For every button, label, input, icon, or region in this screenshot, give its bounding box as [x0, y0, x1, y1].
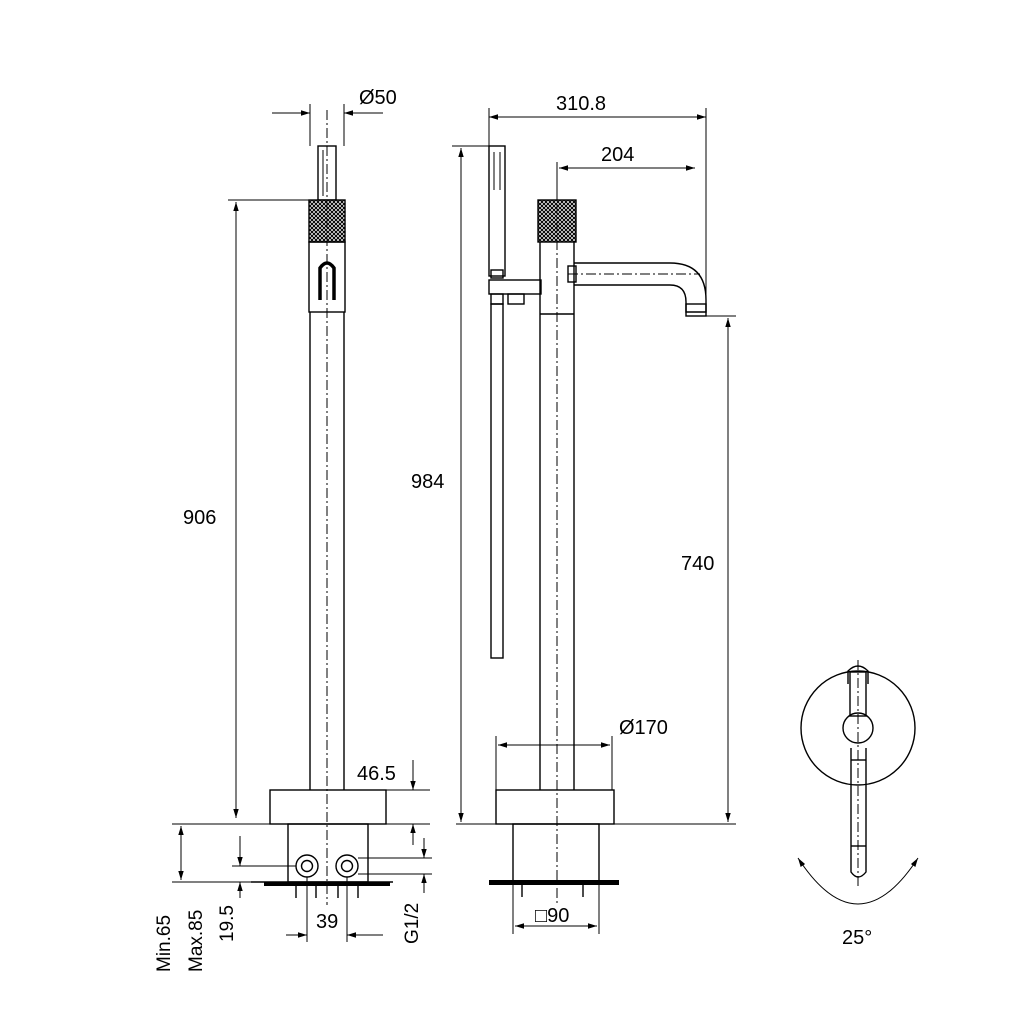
side-connector-right	[335, 854, 359, 878]
dim-width-310-8: 310.8	[556, 93, 606, 115]
dim-height-984: 984	[411, 471, 444, 493]
front-shower-holder	[488, 279, 542, 295]
rotation-arc	[797, 857, 919, 905]
dim-max-85: Max.85	[186, 910, 207, 972]
top-view: 25°	[797, 660, 919, 949]
front-hose	[490, 303, 504, 659]
front-base	[495, 789, 615, 825]
top-hub	[842, 712, 874, 744]
side-base	[269, 789, 387, 825]
dim-diameter-170: Ø170	[619, 717, 668, 739]
side-connector-left	[295, 854, 319, 878]
front-hand-shower	[488, 145, 506, 277]
dim-height-740: 740	[681, 553, 714, 575]
top-escutcheon	[800, 670, 916, 786]
dim-reach-204: 204	[601, 144, 634, 166]
dim-thread-g1-2: G1/2	[402, 903, 423, 944]
front-view: 310.8 204 984 740 Ø170 □90	[411, 93, 736, 934]
dim-rotation-25: 25°	[842, 927, 872, 949]
dim-height-906: 906	[183, 507, 216, 529]
dim-min-65: Min.65	[154, 915, 175, 972]
dim-height-19-5: 19.5	[217, 905, 238, 942]
dim-diameter-50: Ø50	[359, 87, 397, 109]
side-view: Ø50 906 46.5 Min.65 Max.85 19.5 39 G	[154, 87, 432, 972]
dim-square-90: □90	[535, 905, 569, 927]
dim-height-46-5: 46.5	[357, 763, 396, 785]
dim-spacing-39: 39	[316, 911, 338, 933]
